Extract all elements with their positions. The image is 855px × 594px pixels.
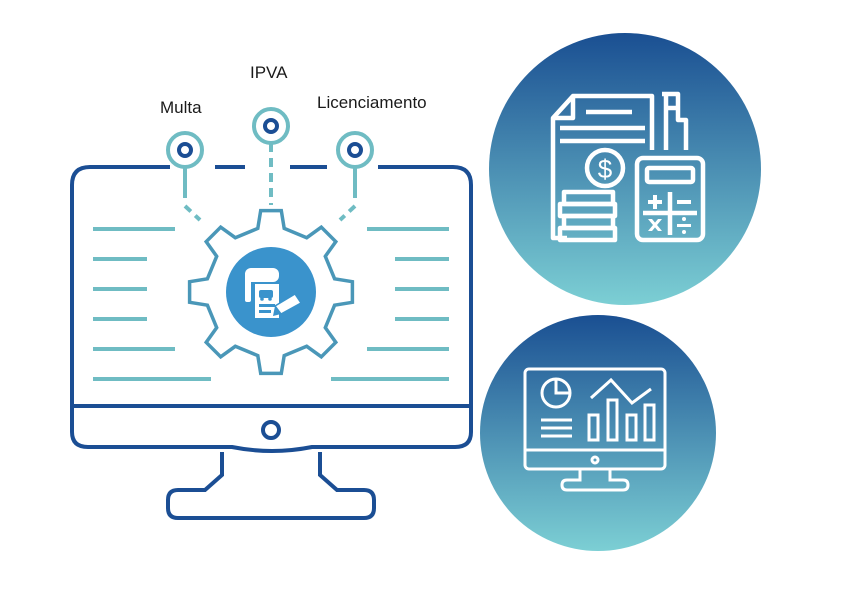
- gear-icon: [187, 208, 355, 376]
- screen-lines: [93, 227, 449, 381]
- finance-circle: $: [489, 33, 761, 305]
- node-label-multa: Multa: [160, 98, 202, 117]
- monitor-stand: [166, 452, 376, 520]
- connectors: [183, 143, 357, 222]
- node-label-licenciamento: Licenciamento: [317, 93, 427, 112]
- analytics-circle: [480, 315, 716, 551]
- monitor-power-button: [261, 420, 281, 440]
- node-label-ipva: IPVA: [250, 63, 288, 82]
- monitor-illustration: [70, 165, 473, 520]
- svg-text:$: $: [598, 154, 613, 184]
- analytics-monitor-icon: [523, 367, 667, 492]
- finance-calculator-icon: $: [550, 91, 706, 243]
- node-multa: [166, 131, 204, 169]
- node-ipva: [252, 107, 290, 145]
- node-licenciamento: [336, 131, 374, 169]
- monitor-frame: [70, 165, 473, 453]
- vehicle-document-pen-icon: [245, 268, 303, 318]
